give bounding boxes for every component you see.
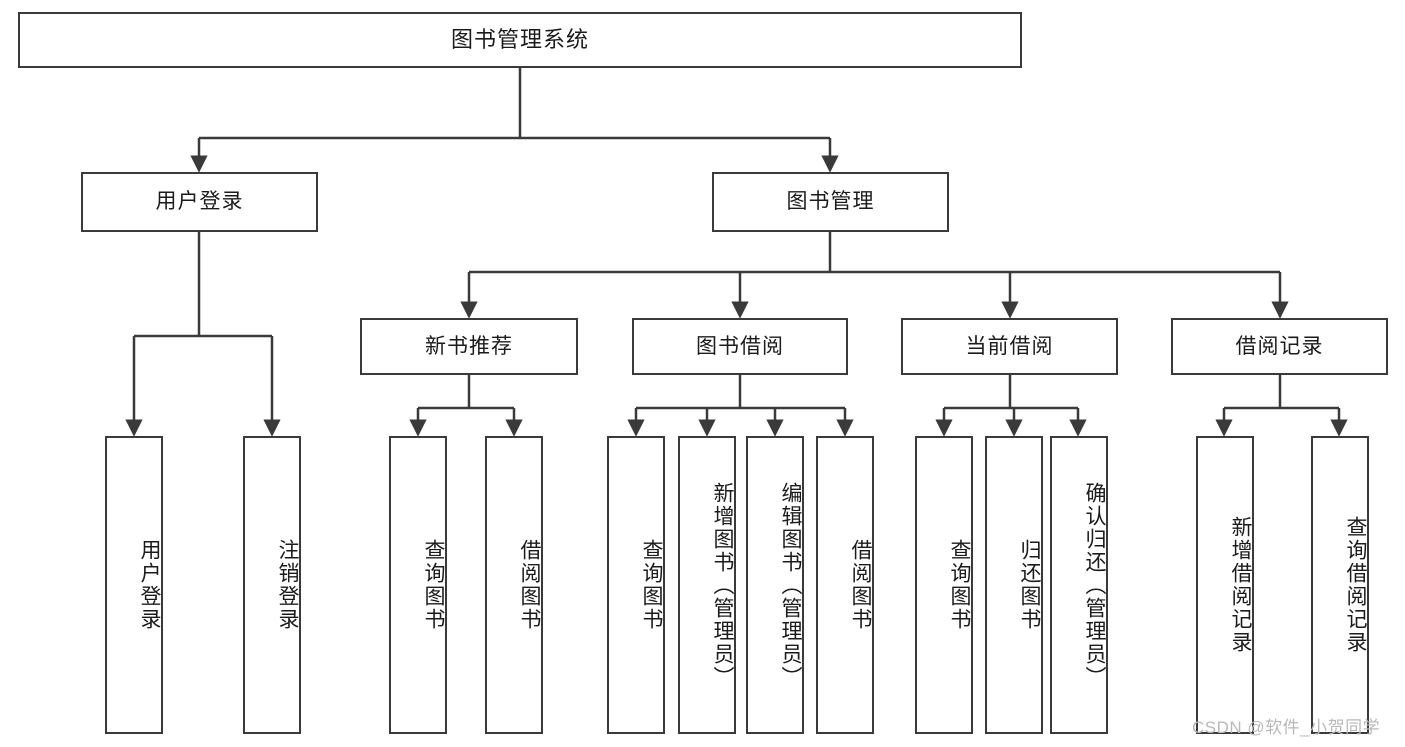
node-label: 确认归还（管理员） [1083, 481, 1106, 689]
node-label: 新书推荐 [425, 334, 513, 358]
leaf-book-borrow-edit[interactable]: 编辑图书（管理员） [746, 436, 804, 734]
leaf-book-borrow-borrow[interactable]: 借阅图书 [816, 436, 874, 734]
leaf-borrow-record-add[interactable]: 新增借阅记录 [1196, 436, 1254, 734]
node-label: 查询图书 [422, 539, 445, 631]
leaf-user-login-login[interactable]: 用户登录 [105, 436, 163, 734]
leaf-current-borrow-return[interactable]: 归还图书 [985, 436, 1043, 734]
node-root-system[interactable]: 图书管理系统 [18, 12, 1022, 68]
node-label: 用户登录 [155, 190, 244, 214]
node-current-borrow[interactable]: 当前借阅 [901, 318, 1118, 375]
csdn-watermark: CSDN @软件_小贺同学 [1192, 718, 1381, 737]
node-label: 借阅图书 [849, 539, 872, 631]
node-label: 用户登录 [138, 539, 161, 631]
node-borrow-record[interactable]: 借阅记录 [1171, 318, 1388, 375]
leaf-new-book-borrow[interactable]: 借阅图书 [485, 436, 543, 734]
leaf-user-login-logout[interactable]: 注销登录 [243, 436, 301, 734]
node-book-management[interactable]: 图书管理 [712, 172, 949, 232]
node-label: 归还图书 [1018, 539, 1041, 631]
node-label: 图书管理系统 [450, 26, 589, 52]
node-label: 查询图书 [948, 539, 971, 631]
leaf-current-borrow-confirm-return[interactable]: 确认归还（管理员） [1050, 436, 1108, 734]
node-label: 当前借阅 [965, 334, 1054, 358]
node-label: 注销登录 [276, 539, 299, 631]
leaf-book-borrow-add[interactable]: 新增图书（管理员） [678, 436, 736, 734]
leaf-book-borrow-query[interactable]: 查询图书 [607, 436, 665, 734]
node-label: 借阅记录 [1235, 334, 1324, 358]
node-new-book-recommend[interactable]: 新书推荐 [360, 318, 578, 375]
node-label: 查询图书 [640, 539, 663, 631]
leaf-current-borrow-query[interactable]: 查询图书 [915, 436, 973, 734]
node-user-login[interactable]: 用户登录 [81, 172, 318, 232]
node-label: 借阅图书 [518, 539, 541, 631]
node-label: 新增图书（管理员） [711, 481, 734, 689]
leaf-borrow-record-query[interactable]: 查询借阅记录 [1311, 436, 1369, 734]
node-label: 图书借阅 [696, 334, 784, 358]
node-label: 查询借阅记录 [1344, 516, 1367, 654]
node-label: 图书管理 [786, 190, 875, 214]
node-label: 编辑图书（管理员） [779, 481, 802, 689]
leaf-new-book-query[interactable]: 查询图书 [389, 436, 447, 734]
node-label: 新增借阅记录 [1229, 516, 1252, 654]
node-book-borrow[interactable]: 图书借阅 [632, 318, 848, 375]
